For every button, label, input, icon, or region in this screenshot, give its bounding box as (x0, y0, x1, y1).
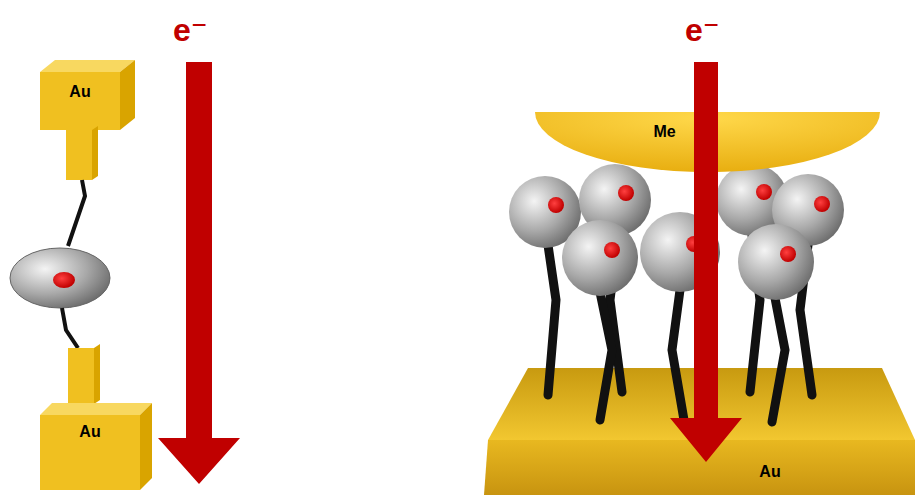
electrode-box: Au (74, 420, 106, 444)
electron-label: e⁻ (173, 11, 208, 49)
electrode-box: Au (64, 80, 96, 104)
electrode-box: Me (648, 120, 681, 144)
electron-label: e⁻ (685, 11, 720, 49)
electrode-label: Au (759, 463, 780, 481)
molecule-heads (509, 164, 844, 300)
electrode-label: Au (69, 83, 90, 101)
electrode-label: Me (653, 123, 675, 141)
molecular-wire (68, 180, 85, 246)
molecule-centers (548, 184, 830, 262)
electrode-label: Au (79, 423, 100, 441)
bottom-electrode (40, 403, 152, 490)
electron-flow-arrow (670, 62, 742, 462)
molecular-wire (62, 308, 78, 348)
electrode-box: Au (754, 460, 786, 484)
top-linker (66, 126, 98, 180)
top-electrode (40, 60, 135, 130)
bottom-linker (68, 344, 100, 404)
molecule (10, 248, 110, 308)
molecule-center (53, 272, 75, 288)
electron-flow-arrow (158, 62, 240, 484)
